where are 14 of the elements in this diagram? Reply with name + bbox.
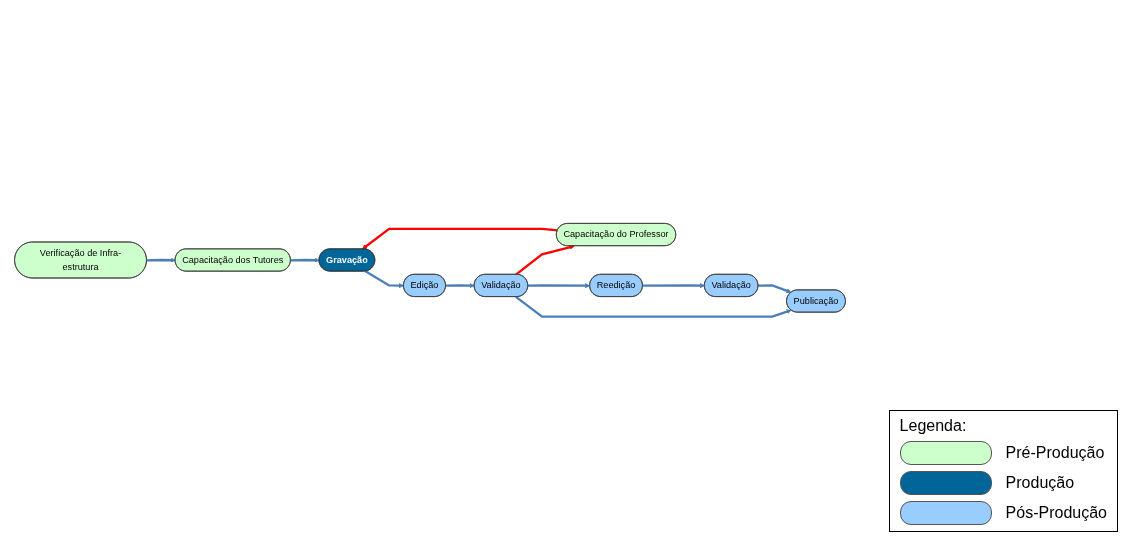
arrow [528, 283, 591, 289]
legend-label: Produção [1005, 474, 1075, 492]
arrow [364, 270, 404, 289]
arrow [642, 283, 705, 289]
legend-label: Pós-Produção [1005, 504, 1107, 522]
arrow [445, 283, 475, 289]
legend-title: Legenda: [899, 417, 968, 435]
arrow [515, 295, 792, 318]
arrow [290, 257, 320, 263]
arrow [362, 227, 558, 250]
legend-label: Pré-Produção [1005, 444, 1105, 462]
arrow [758, 284, 792, 294]
arrow [146, 257, 176, 263]
arrow [515, 244, 575, 276]
